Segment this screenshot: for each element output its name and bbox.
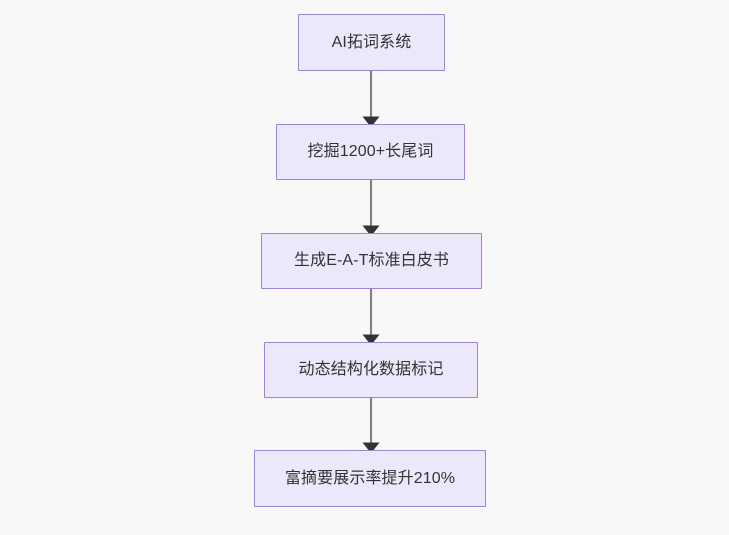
flow-node-label: 富摘要展示率提升210% — [284, 469, 456, 487]
flow-node-label: 动态结构化数据标记 — [298, 361, 444, 378]
flow-node-generate-eat-whitepaper[interactable]: 生成E-A-T标准白皮书 — [261, 233, 482, 289]
flow-node-rich-snippet-impression-lift[interactable]: 富摘要展示率提升210% — [254, 450, 486, 507]
flow-node-label: AI拓词系统 — [331, 33, 412, 51]
flow-node-label: 生成E-A-T标准白皮书 — [294, 252, 449, 269]
flow-node-ai-keyword-system[interactable]: AI拓词系统 — [298, 14, 445, 71]
flow-node-dynamic-structured-data-markup[interactable]: 动态结构化数据标记 — [264, 342, 478, 398]
flow-node-label: 挖掘1200+长尾词 — [307, 143, 434, 160]
flow-node-mine-longtail-keywords[interactable]: 挖掘1200+长尾词 — [276, 124, 465, 180]
